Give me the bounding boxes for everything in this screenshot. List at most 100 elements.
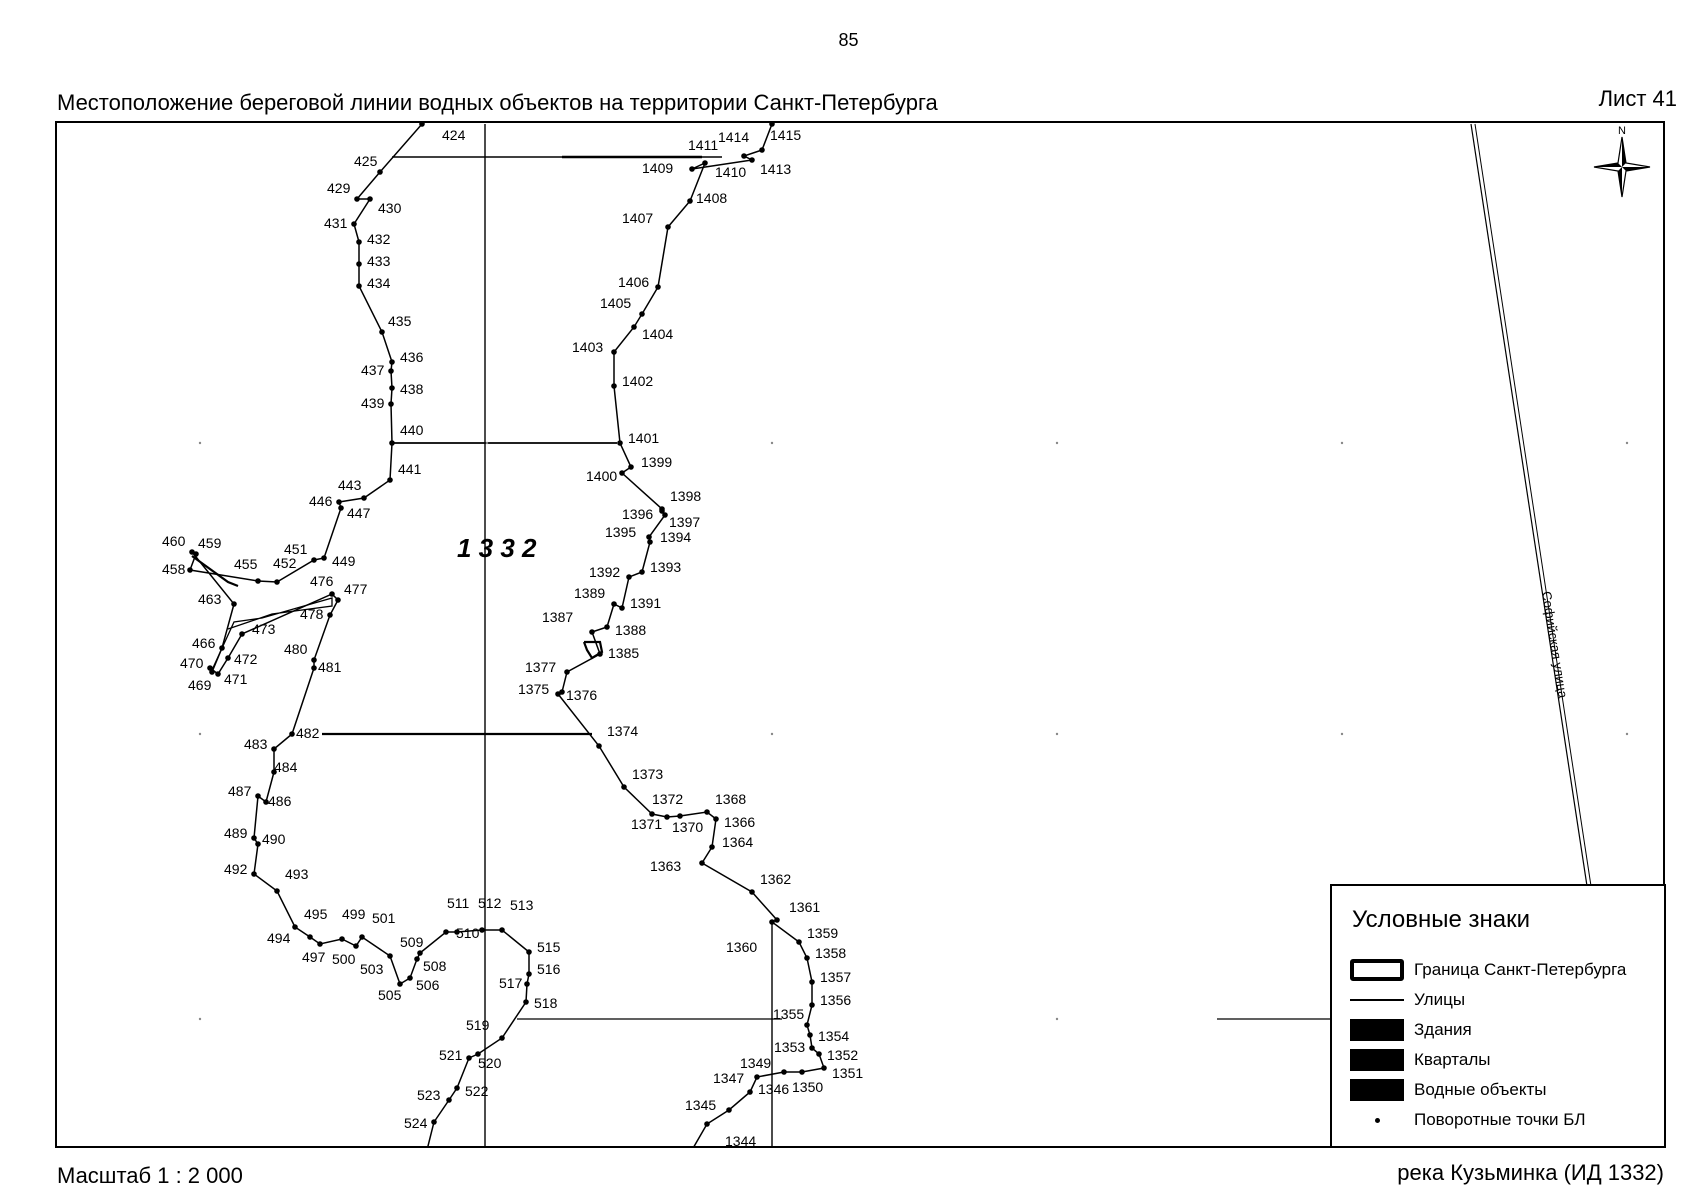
turning-point-label: 492 bbox=[224, 861, 248, 877]
grid-mark bbox=[1055, 1017, 1059, 1021]
turning-point bbox=[329, 591, 335, 597]
turning-point bbox=[499, 1035, 505, 1041]
turning-point-label: 1401 bbox=[628, 430, 659, 446]
turning-point-label: 1370 bbox=[672, 819, 703, 835]
turning-point-label: 430 bbox=[378, 200, 402, 216]
turning-point-label: 1389 bbox=[574, 585, 605, 601]
turning-point-label: 439 bbox=[361, 395, 385, 411]
turning-point-label: 429 bbox=[327, 180, 351, 196]
turning-point bbox=[749, 157, 755, 163]
right-bank-shoreline bbox=[556, 123, 826, 1146]
legend-item-streets: Улицы bbox=[1350, 988, 1465, 1012]
turning-point-label: 447 bbox=[347, 505, 371, 521]
map-canvas[interactable]: 4244254294304314324334344354364374384394… bbox=[57, 123, 1665, 1148]
turning-point-label: 1407 bbox=[622, 210, 653, 226]
turning-point-label: 476 bbox=[310, 573, 334, 589]
grid-mark bbox=[1340, 441, 1344, 445]
turning-point-label: 1374 bbox=[607, 723, 638, 739]
grid-mark bbox=[485, 441, 489, 445]
turning-point bbox=[726, 1107, 732, 1113]
turning-point-label: 1414 bbox=[718, 129, 749, 145]
turning-point-label: 1358 bbox=[815, 945, 846, 961]
turning-point bbox=[659, 508, 665, 514]
turning-point bbox=[271, 746, 277, 752]
turning-point-label: 1371 bbox=[631, 816, 662, 832]
turning-point bbox=[336, 499, 342, 505]
turning-point bbox=[611, 383, 617, 389]
grid-mark bbox=[770, 441, 774, 445]
turning-point bbox=[677, 813, 683, 819]
turning-point bbox=[747, 1089, 753, 1095]
turning-point-label: 1411 bbox=[688, 137, 718, 153]
page-number: 85 bbox=[838, 30, 859, 50]
turning-point-label: 452 bbox=[273, 555, 297, 571]
turning-point bbox=[524, 981, 530, 987]
turning-point bbox=[647, 539, 653, 545]
turning-point bbox=[446, 1097, 452, 1103]
turning-point-label: 521 bbox=[439, 1047, 463, 1063]
turning-point bbox=[499, 927, 505, 933]
turning-point-label: 1372 bbox=[652, 791, 683, 807]
turning-point bbox=[619, 470, 625, 476]
water-object-id-label: 1 3 3 2 bbox=[457, 533, 537, 563]
turning-point bbox=[271, 769, 277, 775]
grid-mark bbox=[198, 1017, 202, 1021]
turning-point-label: 1404 bbox=[642, 326, 673, 342]
scale-label: Масштаб 1 : 2 000 bbox=[57, 1163, 243, 1188]
turning-point bbox=[597, 651, 603, 657]
turning-point bbox=[219, 645, 225, 651]
turning-point bbox=[713, 816, 719, 822]
turning-point bbox=[321, 555, 327, 561]
turning-point-label: 440 bbox=[400, 422, 424, 438]
water-object-label: река Кузьминка (ИД 1332) bbox=[1397, 1160, 1664, 1185]
turning-point bbox=[611, 349, 617, 355]
turning-point-label: 460 bbox=[162, 533, 186, 549]
turning-point bbox=[655, 284, 661, 290]
turning-point bbox=[443, 929, 449, 935]
turning-point bbox=[387, 953, 393, 959]
turning-point-label: 1344 bbox=[725, 1133, 756, 1148]
turning-point-label: 508 bbox=[423, 958, 447, 974]
turning-point-label: 493 bbox=[285, 866, 309, 882]
turning-point-label: 1352 bbox=[827, 1047, 858, 1063]
turning-point bbox=[617, 440, 623, 446]
turning-point-label: 497 bbox=[302, 949, 326, 965]
turning-point-label: 1410 bbox=[715, 164, 746, 180]
turning-point-label: 1366 bbox=[724, 814, 755, 830]
turning-point bbox=[604, 624, 610, 630]
turning-point-label: 1405 bbox=[600, 295, 631, 311]
turning-point bbox=[311, 657, 317, 663]
turning-point-label: 1346 bbox=[758, 1081, 789, 1097]
turning-point bbox=[414, 956, 420, 962]
turning-point bbox=[804, 955, 810, 961]
turning-point bbox=[759, 147, 765, 153]
shoreline-spur bbox=[191, 555, 239, 588]
turning-point-label: 466 bbox=[192, 635, 216, 651]
turning-point bbox=[207, 665, 213, 671]
turning-point bbox=[255, 578, 261, 584]
turning-point bbox=[596, 743, 602, 749]
legend-item-label: Здания bbox=[1414, 1020, 1472, 1039]
turning-point-label: 424 bbox=[442, 127, 466, 143]
turning-point bbox=[475, 1051, 481, 1057]
street-line bbox=[1470, 123, 1588, 887]
turning-point-label: 1353 bbox=[774, 1039, 805, 1055]
legend-item-buildings: Здания bbox=[1350, 1018, 1472, 1042]
street-line-symbol-icon bbox=[1350, 989, 1404, 1011]
legend-title: Условные знаки bbox=[1352, 906, 1531, 933]
turning-point bbox=[611, 601, 617, 607]
turning-point-label: 515 bbox=[537, 939, 561, 955]
turning-point bbox=[251, 835, 257, 841]
turning-point bbox=[289, 731, 295, 737]
turning-point bbox=[317, 941, 323, 947]
turning-point-label: 455 bbox=[234, 556, 258, 572]
turning-point-label: 1354 bbox=[818, 1028, 849, 1044]
turning-point-label: 1391 bbox=[630, 595, 661, 611]
turning-point bbox=[263, 799, 269, 805]
turning-point bbox=[796, 939, 802, 945]
turning-point-label: 516 bbox=[537, 961, 561, 977]
turning-point bbox=[807, 1032, 813, 1038]
legend-item-label: Улицы bbox=[1414, 990, 1466, 1009]
turning-point bbox=[255, 841, 261, 847]
